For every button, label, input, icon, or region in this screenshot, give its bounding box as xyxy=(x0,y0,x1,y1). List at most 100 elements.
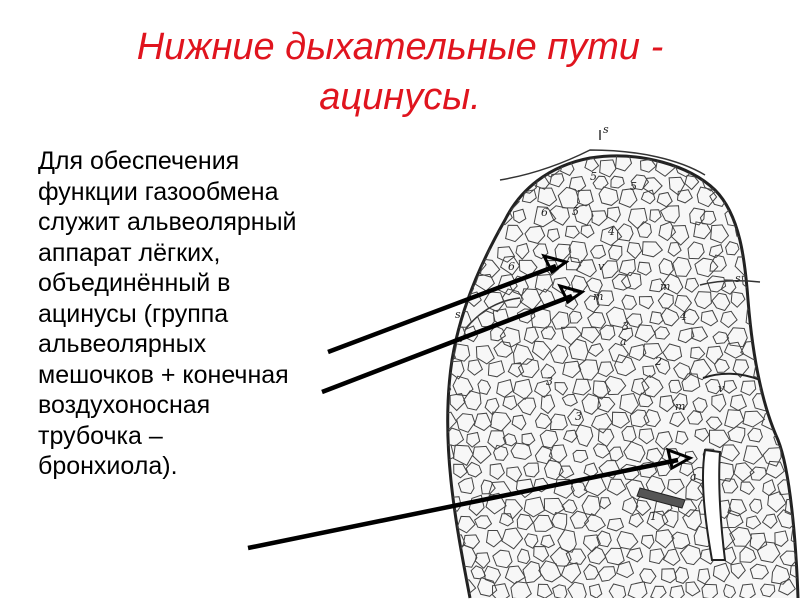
alveolus-cell xyxy=(581,495,601,517)
alveolus-cell xyxy=(635,499,652,517)
alveolus-cell xyxy=(670,224,690,246)
alveolus-cell xyxy=(690,346,706,360)
alveolus-cell xyxy=(533,545,550,563)
alveolus-cell xyxy=(521,432,536,447)
alveolus-cell xyxy=(786,449,798,465)
alveolus-cell xyxy=(657,292,674,309)
alveolus-cell xyxy=(611,411,631,429)
alveolus-cell xyxy=(628,344,647,362)
alveolus-cell xyxy=(730,291,746,308)
alveolus-cell xyxy=(449,393,466,412)
septum-line xyxy=(464,297,521,331)
alveolus-cell xyxy=(615,560,635,579)
alveolus-cell xyxy=(499,513,514,527)
diagram-label: 4 xyxy=(679,310,687,323)
alveolus-cell xyxy=(742,170,762,192)
alveolus-cell xyxy=(618,188,638,208)
alveolus-cell xyxy=(721,478,739,494)
diagram-label: 5 xyxy=(572,205,579,218)
alveolus-cell xyxy=(642,342,664,360)
alveolus-cell xyxy=(628,512,645,528)
alveolus-cell xyxy=(682,308,700,326)
alveolus-cell xyxy=(501,527,524,550)
alveolus-cell xyxy=(727,426,746,444)
alveolus-cell xyxy=(447,202,458,224)
alveolus-cell xyxy=(475,345,495,365)
alveolus-cell xyxy=(565,548,587,565)
alveolus-cell xyxy=(720,173,741,198)
alveolus-cell xyxy=(676,189,693,204)
alveolus-cell xyxy=(539,429,559,449)
alveolus-cell xyxy=(484,397,500,416)
alveolus-cell xyxy=(785,429,798,446)
alveolus-cell xyxy=(596,530,612,548)
alveolus-cell xyxy=(540,534,556,549)
alveolus-cell xyxy=(667,241,682,257)
alveolus-cell xyxy=(778,409,798,429)
alveolus-cell xyxy=(634,324,656,343)
alveolus-cell xyxy=(679,462,694,477)
alveolus-cell xyxy=(748,224,765,241)
alveolus-cell xyxy=(780,205,797,224)
alveolus-cell xyxy=(694,291,712,310)
alveolus-cell xyxy=(496,273,518,296)
alveolus-cell xyxy=(463,390,482,411)
alveolus-cell xyxy=(557,186,581,209)
alveolus-cell xyxy=(493,444,509,461)
diagram-label: 5 xyxy=(630,180,637,193)
alveolus-cell xyxy=(533,477,551,493)
alveolus-cell xyxy=(774,306,795,326)
alveolus-cell xyxy=(538,560,562,583)
alveolus-cell xyxy=(643,409,661,428)
diagram-label: 3 xyxy=(575,410,582,423)
alveolus-cell xyxy=(483,291,505,313)
alveolus-cell xyxy=(447,546,457,562)
alveolus-cell xyxy=(595,290,615,307)
alveolus-cell xyxy=(668,379,683,394)
alveolus-cell xyxy=(460,204,479,227)
alveolus-cell xyxy=(708,429,731,449)
diagram-label: 3 xyxy=(622,320,629,333)
alveolus-cell xyxy=(557,529,577,553)
diagram-label: 6 xyxy=(508,260,515,273)
alveolus-cell xyxy=(463,156,485,172)
alveolus-cell xyxy=(608,342,630,364)
alveolus-cell xyxy=(472,445,492,465)
alveolus-cell xyxy=(493,341,514,358)
alveolus-cell xyxy=(779,244,796,259)
alveolus-cell xyxy=(725,241,740,256)
alveolus-cell xyxy=(656,191,673,208)
alveolus-cell xyxy=(610,175,625,189)
diagram-label: a xyxy=(690,470,697,483)
alveolus-cell xyxy=(629,409,650,428)
alveolus-cell xyxy=(599,159,617,178)
alveolus-cell xyxy=(701,583,719,599)
diagram-label: m xyxy=(660,280,670,293)
alveolus-cell xyxy=(499,255,521,276)
alveolus-cell xyxy=(447,411,458,430)
pointer-arrows xyxy=(247,263,679,551)
alveolus-cell xyxy=(699,210,717,225)
alveolus-cell xyxy=(534,412,553,430)
alveolus-cell xyxy=(623,441,646,463)
alveolus-cell xyxy=(606,478,627,496)
alveolus-cell xyxy=(772,156,790,174)
alveolus-cell xyxy=(501,160,517,176)
alveolus-cell xyxy=(660,307,680,327)
alveolus-cell xyxy=(621,294,638,310)
alveolus-cell xyxy=(511,414,527,431)
arrowhead xyxy=(541,253,570,275)
alveolus-cell xyxy=(691,326,709,342)
alveolus-cell xyxy=(726,509,744,529)
alveolus-cell xyxy=(558,465,575,479)
alveolus-cell xyxy=(530,307,552,329)
alveolus-cell xyxy=(447,237,457,258)
alveolus-cell xyxy=(572,378,592,396)
alveolus-cell xyxy=(726,327,748,348)
alveolus-cell xyxy=(720,444,741,462)
alveolus-cell xyxy=(549,173,565,188)
alveolus-cell xyxy=(551,311,570,330)
diagram-label: a xyxy=(620,335,627,348)
